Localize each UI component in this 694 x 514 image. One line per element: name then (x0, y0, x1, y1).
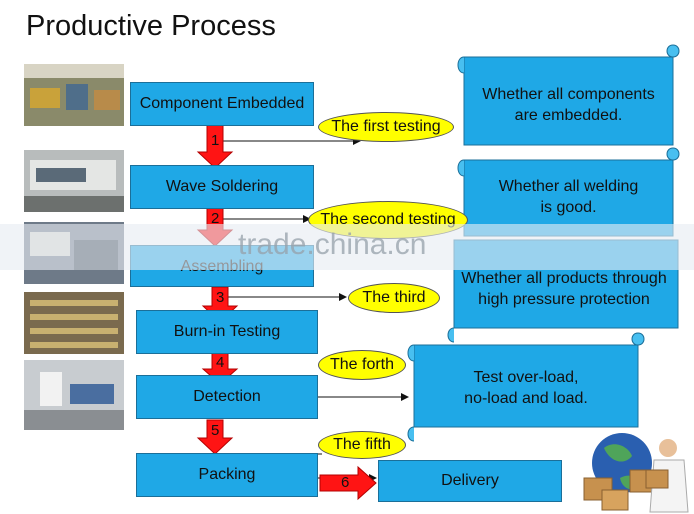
arrow-number: 4 (216, 354, 225, 371)
arrow-number: 1 (211, 132, 220, 149)
step-packing: Packing (136, 453, 318, 497)
arrow-number: 5 (211, 422, 220, 439)
check-text-2: Whether all welding is good. (498, 178, 639, 216)
test-oval-first: The first testing (318, 112, 454, 142)
factory-photo (24, 150, 124, 212)
check-text-4: Test over-load, no-load and load. (464, 369, 588, 407)
step-component-embedded: Component Embedded (130, 82, 314, 126)
factory-photo (24, 64, 124, 126)
page-title: Productive Process (26, 10, 276, 42)
check-text-3: Whether all products through high pressu… (461, 270, 667, 308)
watermark: trade.china.cn (238, 228, 427, 261)
scroll-shape (407, 332, 645, 442)
test-oval-forth: The forth (318, 350, 406, 380)
arrow-number: 2 (211, 210, 220, 227)
test-oval-third: The third (348, 283, 440, 313)
factory-photo (24, 360, 124, 430)
red-arrow-right-icon (319, 465, 377, 501)
red-arrow-icon (196, 123, 234, 169)
watermark-band (0, 224, 694, 270)
step-wave-soldering: Wave Soldering (130, 165, 314, 209)
arrow-number: 6 (341, 474, 350, 491)
red-arrow-icon (196, 419, 234, 455)
arrow-number: 3 (216, 289, 225, 306)
factory-photo (24, 292, 124, 354)
step-delivery: Delivery (378, 460, 562, 502)
scroll-shape (457, 147, 680, 237)
check-text-1: Whether all components are embedded. (482, 86, 655, 124)
step-burn-in-testing: Burn-in Testing (136, 310, 318, 354)
test-oval-fifth: The fifth (318, 431, 406, 459)
globe-delivery-icon (583, 433, 689, 513)
step-detection: Detection (136, 375, 318, 419)
scroll-shape (457, 44, 680, 146)
